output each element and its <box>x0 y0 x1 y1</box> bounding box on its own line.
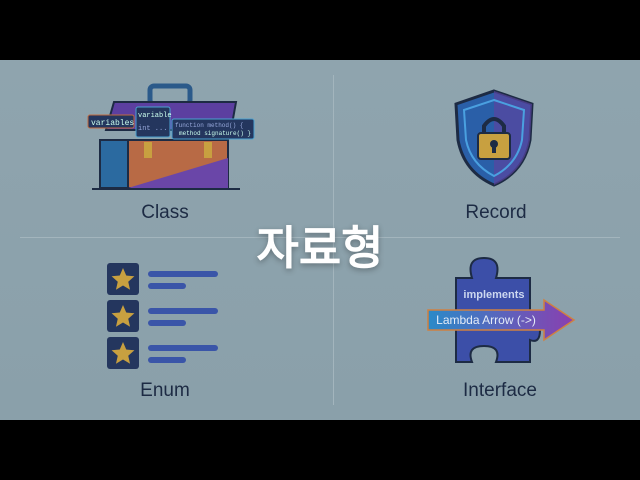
svg-text:variable: variable <box>138 112 172 120</box>
shield-lock-icon <box>454 89 534 187</box>
slide: variables variable int ... function meth… <box>0 60 640 420</box>
text-line <box>148 345 218 351</box>
svg-text:Lambda Arrow (->): Lambda Arrow (->) <box>436 313 536 327</box>
svg-text:implements: implements <box>463 289 524 301</box>
svg-text:function method() {: function method() { <box>175 122 244 129</box>
record-label: Record <box>465 202 527 223</box>
star-list-icon <box>107 263 218 369</box>
page-title: 자료형 <box>256 221 384 275</box>
class-label: Class <box>141 202 189 223</box>
star-icon <box>111 268 135 290</box>
enum-label: Enum <box>140 380 190 401</box>
toolbox-icon: variables variable int ... function meth… <box>87 83 255 190</box>
star-icon <box>111 305 135 327</box>
text-line <box>148 308 218 314</box>
text-line <box>148 283 186 289</box>
divider-vertical <box>333 75 334 405</box>
code-label: variables <box>91 119 134 128</box>
text-line <box>148 320 186 326</box>
svg-text:int ...: int ... <box>138 125 167 133</box>
text-line <box>148 271 218 277</box>
text-line <box>148 357 186 363</box>
star-icon <box>111 342 135 364</box>
divider-horizontal <box>20 237 620 238</box>
svg-text:method signature() }: method signature() } <box>179 130 251 137</box>
interface-label: Interface <box>463 380 537 401</box>
puzzle-arrow-icon: implements Lambda Arrow (->) <box>427 256 576 363</box>
